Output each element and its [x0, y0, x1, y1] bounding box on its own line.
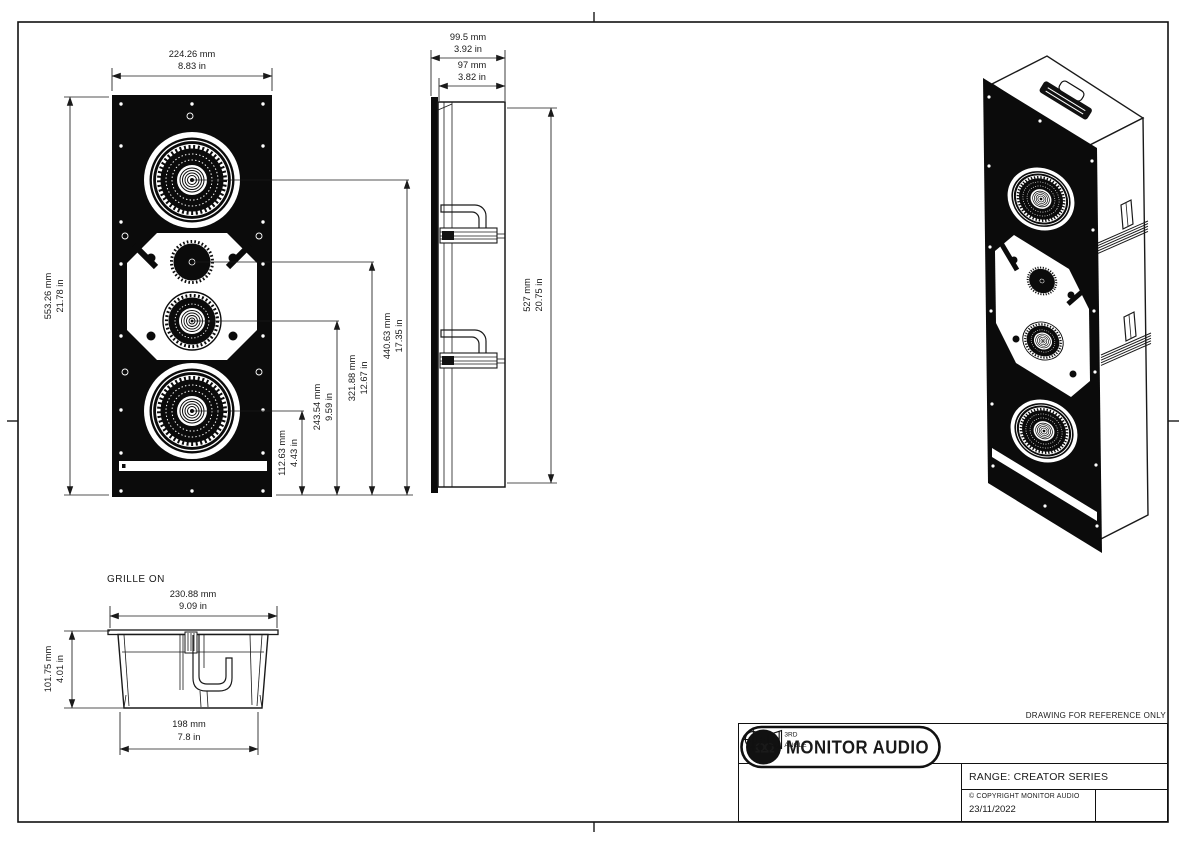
- octagon-screw: [146, 331, 156, 341]
- dim-driver2-in: 9.59 in: [324, 393, 334, 421]
- dim-front-height-in: 21.78 in: [55, 279, 65, 312]
- iso-clamp-bottom: [1100, 311, 1152, 366]
- dim-driver4-mm: 440.63 mm: [382, 312, 392, 359]
- dim-front-width-mm: 224.26 mm: [169, 49, 216, 59]
- front-view: [112, 95, 272, 497]
- octagon-screw: [228, 253, 238, 263]
- dim-grille-width-in: 9.09 in: [179, 601, 207, 611]
- projection-cone-icon: [767, 729, 783, 750]
- projection-label-2: ANGLE: [784, 742, 807, 749]
- dim-driver2-mm: 243.54 mm: [312, 383, 322, 430]
- copyright-cell: © COPYRIGHT MONITOR AUDIO 23/11/2022: [962, 790, 1095, 821]
- grille-clamp-detail: [179, 631, 253, 708]
- iso-slot: [992, 448, 1097, 521]
- iso-slash: [998, 241, 1020, 272]
- iso-octagon-plate: [995, 235, 1090, 397]
- dim-side-height-in: 20.75 in: [534, 278, 544, 311]
- iso-screws: [987, 95, 1099, 528]
- dim-grille-depth-mm: 101.75 mm: [43, 645, 53, 692]
- side-clamp-bottom: [439, 329, 505, 369]
- front-slot: [119, 461, 267, 471]
- isometric-view: [983, 55, 1152, 553]
- dim-depth-overall-mm: 99.5 mm: [450, 32, 486, 42]
- iso-handle: [1039, 80, 1092, 120]
- dim-front-width-in: 8.83 in: [178, 61, 206, 71]
- side-view: [431, 97, 506, 493]
- octagon-slash-right: [225, 242, 253, 270]
- octagon-slash-left: [131, 242, 159, 270]
- dim-front-height-mm: 553.26 mm: [43, 272, 53, 319]
- dim-driver1-mm: 112.63 mm: [277, 430, 287, 476]
- brand-logo-cell: ΩΩ MONITOR AUDIO: [739, 725, 961, 821]
- slot-dot: [122, 464, 126, 468]
- dim-depth-body-mm: 97 mm: [458, 60, 487, 70]
- dim-depth-overall-in: 3.92 in: [454, 44, 482, 54]
- monitor-audio-logo: ΩΩ MONITOR AUDIO: [740, 725, 941, 769]
- side-body: [437, 101, 506, 488]
- reference-note: DRAWING FOR REFERENCE ONLY: [1025, 711, 1166, 720]
- dimension-lines: [64, 50, 557, 755]
- dimension-labels: 224.26 mm 8.83 in 553.26 mm 21.78 in 112…: [43, 32, 544, 742]
- copyright-text: © COPYRIGHT MONITOR AUDIO: [969, 793, 1080, 800]
- dim-depth-body-in: 3.82 in: [458, 72, 486, 82]
- range-cell: RANGE: CREATOR SERIES: [962, 764, 1167, 790]
- title-block: W2M-CP ΩΩ MONITOR AUDIO RANGE: CREATOR S…: [738, 723, 1168, 822]
- grille-view: GRILLE ON: [107, 574, 279, 709]
- sheet-border: [7, 12, 1179, 832]
- iso-slash: [1066, 289, 1085, 306]
- dim-driver1-in: 4.43 in: [289, 439, 299, 467]
- dim-driver3-in: 12.67 in: [359, 361, 369, 394]
- dim-cutout-width-in: 7.8 in: [178, 732, 201, 742]
- range-label: RANGE: CREATOR SERIES: [969, 770, 1109, 783]
- dim-grille-depth-in: 4.01 in: [55, 655, 65, 683]
- front-screws: [119, 102, 265, 493]
- front-holes: [121, 112, 263, 376]
- iso-clamp-top: [1097, 199, 1149, 254]
- octagon-screw: [228, 331, 238, 341]
- projection-cell: 3RD ANGLE: [742, 728, 1167, 821]
- third-angle-symbol: 3RD ANGLE: [742, 728, 807, 751]
- dim-grille-width-mm: 230.88 mm: [170, 589, 217, 599]
- dim-cutout-width-mm: 198 mm: [172, 719, 206, 729]
- grille-view-label: GRILLE ON: [107, 574, 165, 585]
- drawing-date: 23/11/2022: [969, 804, 1016, 815]
- dim-driver3-mm: 321.88 mm: [347, 354, 357, 401]
- dim-side-height-mm: 527 mm: [522, 278, 532, 312]
- side-flange: [431, 97, 438, 493]
- projection-label-1: 3RD: [784, 732, 797, 739]
- octagon-screw: [146, 253, 156, 263]
- dim-driver4-in: 17.35 in: [394, 319, 404, 352]
- side-clamp-top: [439, 204, 505, 244]
- brand-name: MONITOR AUDIO: [786, 738, 929, 758]
